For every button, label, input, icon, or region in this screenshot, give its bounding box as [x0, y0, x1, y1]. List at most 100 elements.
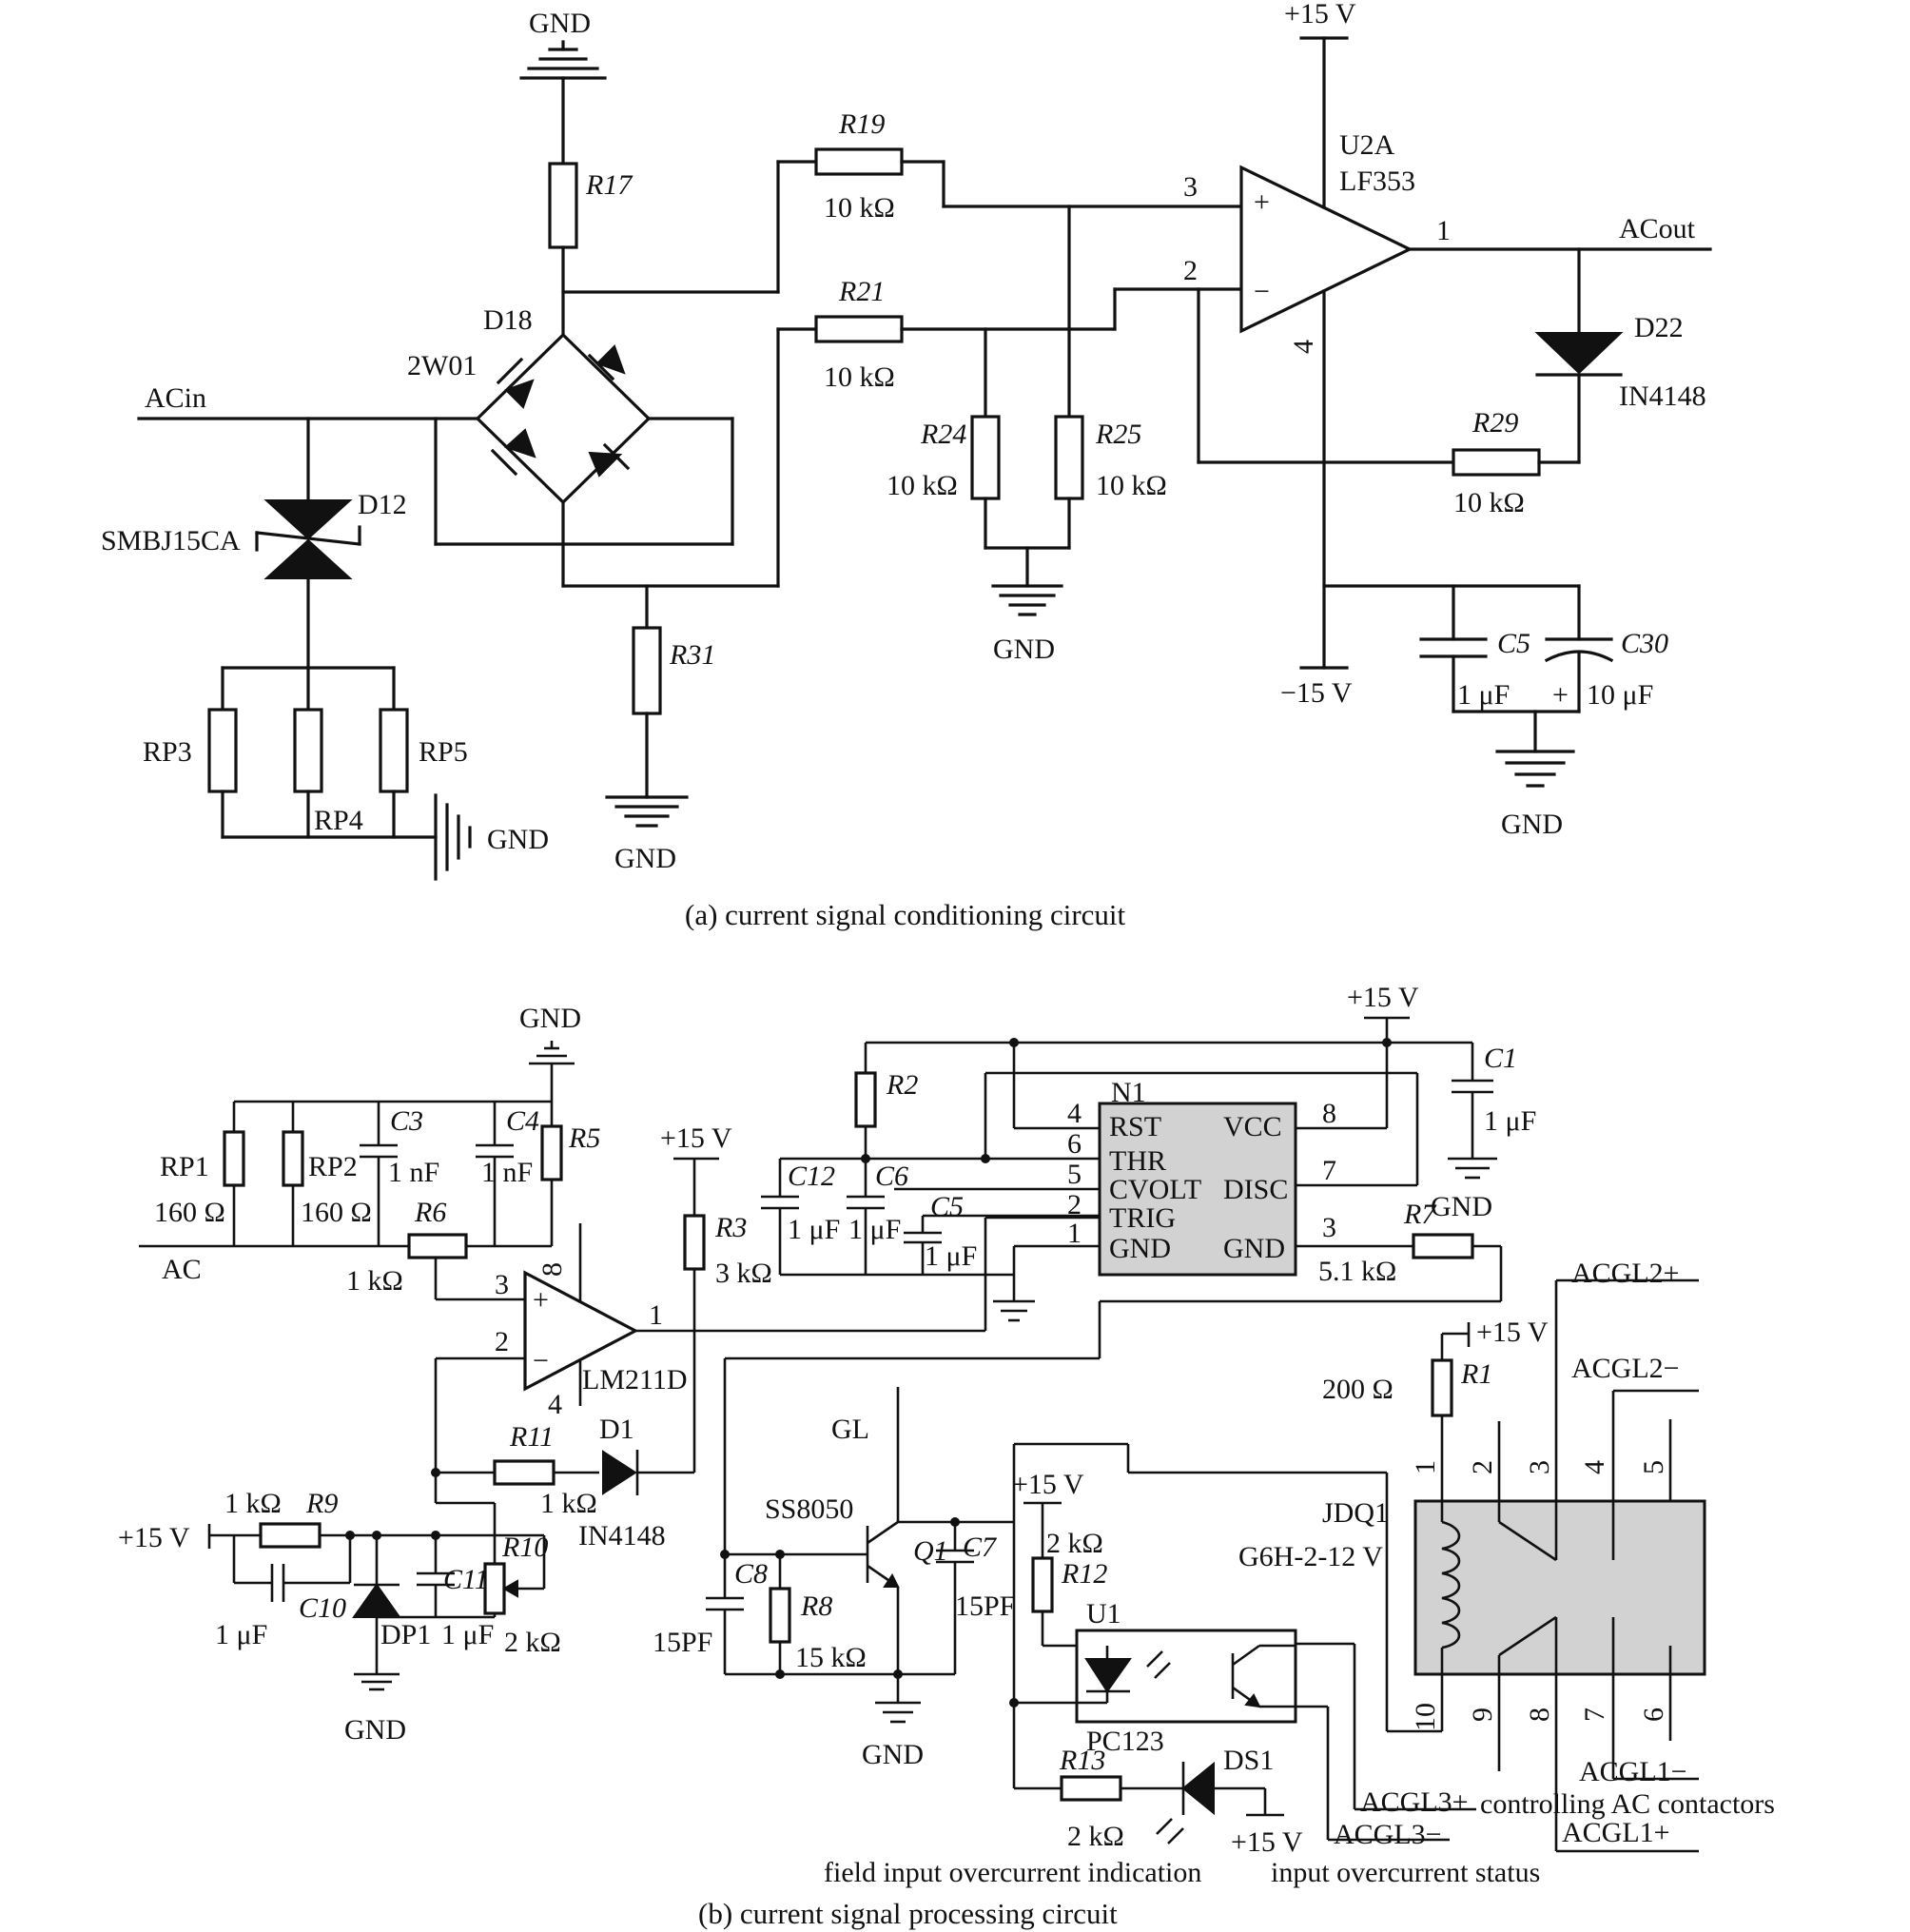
d18-label: D18: [483, 304, 533, 336]
d12-label: D12: [358, 489, 407, 520]
c1-label: C1: [1484, 1043, 1517, 1074]
pos15-label-r12: +15 V: [1012, 1469, 1084, 1500]
input-status-label: input overcurrent status: [1271, 1857, 1540, 1888]
resistor-r6: [407, 1233, 468, 1259]
resistor-r25: [1054, 415, 1084, 500]
comparator-lm211d: [523, 1270, 639, 1392]
c3-value: 1 nF: [388, 1157, 439, 1188]
n1-pin3: 3: [1322, 1212, 1336, 1243]
c6-label: C6: [875, 1161, 908, 1192]
led-ds1: [1181, 1761, 1215, 1816]
gnd-label: GND: [614, 843, 676, 874]
pos15-label-n1: +15 V: [1347, 982, 1419, 1013]
resistor-r8: [769, 1587, 791, 1644]
acgl2p-label: ACGL2+: [1571, 1258, 1680, 1289]
tvs-label: SMBJ15CA: [101, 525, 241, 556]
gnd-label: GND: [344, 1714, 406, 1746]
pos15-label-r9: +15 V: [118, 1522, 190, 1553]
r12-label: R12: [1061, 1558, 1107, 1590]
timer-ic-n1: [1098, 1102, 1297, 1277]
c10-value: 1 μF: [215, 1619, 267, 1650]
diode-d22: [1534, 332, 1624, 375]
cmp-pin2: 2: [495, 1326, 509, 1357]
zener-dp1: [352, 1583, 401, 1618]
c7-label: C7: [963, 1532, 998, 1563]
diode-d1: [602, 1450, 637, 1495]
n1-pin4: 4: [1067, 1098, 1082, 1129]
r21-value: 10 kΩ: [824, 361, 895, 393]
gnd-symbol-q1: [875, 1701, 921, 1724]
acgl3p-label: ACGL3+: [1360, 1786, 1469, 1818]
controlling-label: controlling AC contactors: [1480, 1788, 1775, 1820]
n1-pin8: 8: [1322, 1098, 1336, 1129]
n1-pin6: 6: [1067, 1128, 1082, 1160]
c12-value: 1 μF: [788, 1214, 840, 1245]
r10-label: R10: [501, 1532, 548, 1563]
r8-label: R8: [800, 1590, 832, 1622]
d1-type: IN4148: [578, 1520, 666, 1551]
n1-cvolt: CVOLT: [1109, 1174, 1201, 1205]
gnd-symbol-n1: [993, 1299, 1035, 1322]
gnd-symbol-c1: [1448, 1157, 1497, 1180]
circuit-a: GND R17 R19 10 kΩ D18 2W01 ACin R21 10 k…: [101, 0, 1712, 931]
pc123-label: PC123: [1086, 1726, 1164, 1757]
resistor-r31: [632, 626, 662, 715]
relay-coil: [1441, 1520, 1461, 1649]
pos15-label-ds1: +15 V: [1231, 1826, 1303, 1858]
c30-value: 10 μF: [1587, 679, 1653, 711]
c4-label: C4: [506, 1105, 539, 1137]
c12-label: C12: [788, 1161, 835, 1192]
gl-label: GL: [831, 1414, 869, 1445]
n1-label: N1: [1111, 1077, 1146, 1108]
r10-value: 2 kΩ: [504, 1627, 561, 1658]
r3-label: R3: [714, 1212, 747, 1243]
r12-value: 2 kΩ: [1046, 1528, 1103, 1559]
c5-value: 1 μF: [1457, 679, 1510, 711]
resistor-r12: [1031, 1556, 1054, 1613]
n1-pin2: 2: [1067, 1189, 1082, 1220]
rp1-value: 160 Ω: [154, 1197, 225, 1228]
rp3-label: RP3: [143, 736, 192, 768]
n1-disc: DISC: [1223, 1174, 1288, 1205]
relay-jdq1: [1413, 1499, 1706, 1676]
r29-label: R29: [1471, 407, 1518, 439]
resistor-r17: [548, 162, 578, 249]
r21-label: R21: [838, 276, 885, 307]
lm211-label: LM211D: [582, 1364, 688, 1395]
cmp-pin1: 1: [649, 1299, 663, 1331]
acgl3m-label: ACGL3−: [1334, 1819, 1442, 1850]
resistor-rp3: [207, 708, 238, 793]
pos15-label-r3: +15 V: [660, 1122, 732, 1154]
emitter-arrow: [883, 1573, 900, 1588]
n1-pin5: 5: [1067, 1159, 1082, 1190]
d22-type: IN4148: [1619, 381, 1706, 412]
relay-pin2: 2: [1467, 1460, 1498, 1474]
jdq1-label: JDQ1: [1322, 1497, 1389, 1529]
resistor-r13: [1060, 1775, 1122, 1802]
ac-label: AC: [162, 1254, 202, 1285]
resistor-r1: [1431, 1358, 1453, 1417]
c30-label: C30: [1621, 628, 1668, 659]
r29-value: 10 kΩ: [1453, 487, 1525, 518]
r25-value: 10 kΩ: [1096, 470, 1167, 501]
r5-label: R5: [568, 1122, 600, 1154]
c8-value: 15PF: [653, 1627, 712, 1658]
relay-pin1: 1: [1410, 1460, 1441, 1474]
pos15-label-r1: +15 V: [1476, 1317, 1549, 1348]
c10-label: C10: [299, 1592, 346, 1624]
rp4-label: RP4: [314, 805, 363, 836]
gnd-symbol-r31: [605, 795, 689, 828]
c8-label: C8: [734, 1558, 768, 1590]
r6-label: R6: [414, 1197, 446, 1228]
r31-label: R31: [669, 639, 715, 671]
caption-a: (a) current signal conditioning circuit: [685, 898, 1126, 931]
r6-value: 1 kΩ: [346, 1265, 403, 1297]
r24-value: 10 kΩ: [887, 470, 958, 501]
cmp-pin3: 3: [495, 1269, 509, 1300]
c11-label: C11: [443, 1564, 489, 1595]
r2-label: R2: [886, 1069, 918, 1101]
lf353-label: LF353: [1339, 166, 1415, 197]
pin1-label: 1: [1436, 215, 1451, 246]
resistor-r7: [1412, 1233, 1474, 1259]
